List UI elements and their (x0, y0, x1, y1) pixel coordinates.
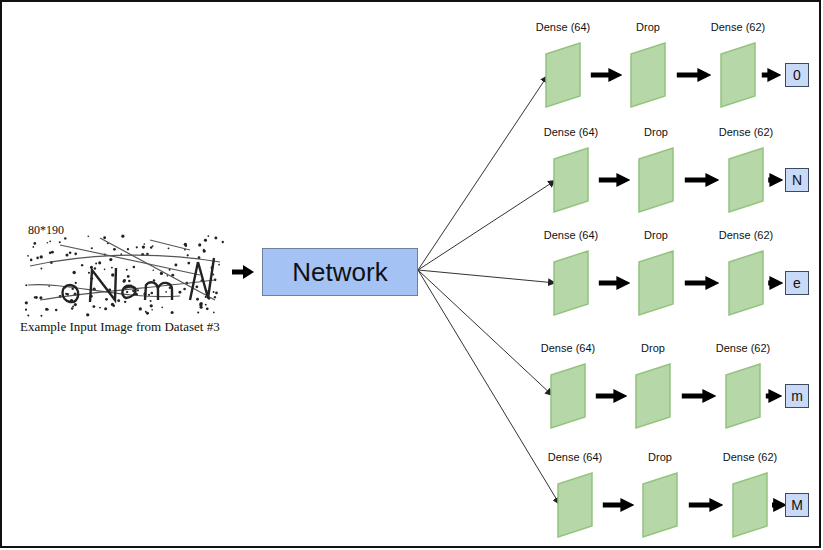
layer-label: Dense (62) (723, 451, 777, 464)
image-size-label: 80*190 (28, 224, 64, 238)
layer-label: Drop (648, 451, 672, 464)
layer-label: Drop (636, 21, 660, 34)
block-arrow (682, 394, 705, 399)
block-arrow (768, 281, 772, 286)
layer-shape (728, 250, 764, 316)
layer-block: Dense (64) (557, 472, 593, 538)
layer-label: Drop (644, 229, 668, 242)
block-arrow (685, 281, 708, 286)
fan-out-arrow (418, 270, 556, 283)
layer-label: Dense (62) (719, 229, 773, 242)
layer-block: Dense (64) (553, 147, 589, 213)
layer-label: Dense (62) (711, 21, 765, 34)
layer-shape (720, 42, 756, 108)
fan-out-arrow (418, 75, 548, 270)
layer-block: Dense (62) (725, 363, 761, 429)
output-char: M (791, 497, 803, 513)
layer-block: Dense (64) (545, 42, 581, 108)
block-arrow (772, 503, 776, 508)
network-box: Network (262, 248, 418, 296)
layer-block: Drop (638, 250, 674, 316)
layer-label: Dense (64) (548, 451, 602, 464)
layer-block: Dense (62) (732, 472, 768, 538)
layer-label: Dense (64) (541, 342, 595, 355)
output-char: m (791, 388, 803, 404)
output-char: e (793, 275, 801, 291)
layer-shape (545, 42, 581, 108)
block-arrow (603, 503, 623, 508)
output-char-box: M (785, 493, 809, 517)
layer-block: Drop (630, 42, 666, 108)
output-char-box: m (785, 384, 809, 408)
layer-shape (553, 147, 589, 213)
fan-out-arrow (418, 270, 560, 505)
layer-label: Dense (62) (716, 342, 770, 355)
block-arrow (677, 73, 700, 78)
output-char-box: e (785, 271, 809, 295)
image-caption: Example Input Image from Dataset #3 (20, 320, 225, 335)
layer-label: Drop (641, 342, 665, 355)
block-arrow (768, 178, 772, 183)
network-label: Network (292, 257, 387, 288)
layer-shape (728, 147, 764, 213)
layer-shape (725, 363, 761, 429)
layer-shape (630, 42, 666, 108)
layer-label: Dense (64) (544, 126, 598, 139)
layer-shape (638, 250, 674, 316)
block-arrow (766, 394, 771, 399)
output-char: N (792, 172, 802, 188)
fan-out-arrow (418, 270, 553, 396)
fan-out-arrow (418, 180, 556, 270)
layer-block: Drop (635, 363, 671, 429)
layer-block: Drop (642, 472, 678, 538)
input-arrow (232, 265, 254, 279)
block-arrow (599, 178, 619, 183)
block-arrow (599, 281, 619, 286)
output-char-box: N (785, 168, 809, 192)
layer-label: Dense (64) (544, 229, 598, 242)
layer-block: Dense (62) (728, 147, 764, 213)
block-arrow (689, 503, 712, 508)
block-arrow (596, 394, 616, 399)
block-arrow (762, 73, 770, 78)
layer-block: Dense (64) (550, 363, 586, 429)
layer-shape (557, 472, 593, 538)
layer-label: Dense (62) (719, 126, 773, 139)
captcha-image (25, 235, 224, 317)
output-char-box: 0 (785, 63, 809, 87)
layer-block: Dense (62) (720, 42, 756, 108)
layer-block: Dense (62) (728, 250, 764, 316)
layer-label: Dense (64) (536, 21, 590, 34)
layer-shape (638, 147, 674, 213)
layer-shape (732, 472, 768, 538)
layer-shape (553, 250, 589, 316)
layer-block: Dense (64) (553, 250, 589, 316)
block-arrow (591, 73, 611, 78)
layer-shape (550, 363, 586, 429)
layer-shape (635, 363, 671, 429)
output-char: 0 (793, 67, 801, 83)
layer-shape (642, 472, 678, 538)
layer-label: Drop (644, 126, 668, 139)
layer-block: Drop (638, 147, 674, 213)
block-arrow (685, 178, 708, 183)
